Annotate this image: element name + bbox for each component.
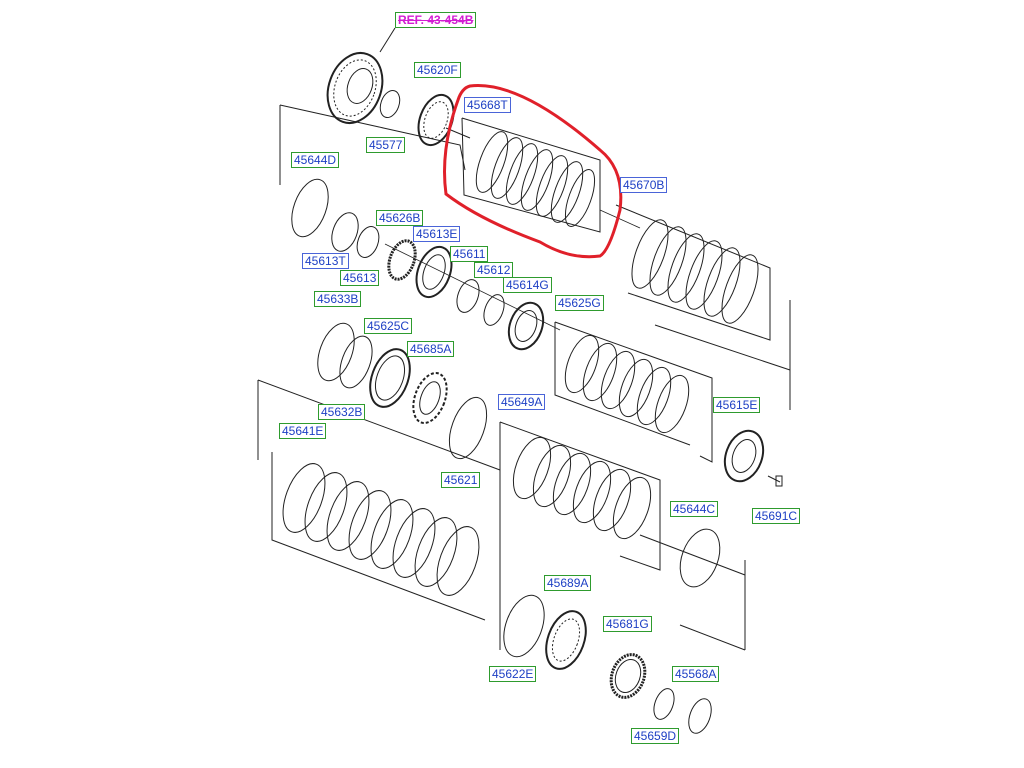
- clutch-pack-45625G: [554, 321, 713, 463]
- part-label-45614G[interactable]: 45614G: [503, 277, 552, 293]
- part-label-45626B[interactable]: 45626B: [376, 210, 424, 226]
- clutch-pack-45649A: [499, 421, 661, 571]
- part-label-45670B[interactable]: 45670B: [620, 177, 668, 193]
- part-label-45620F[interactable]: 45620F: [414, 62, 461, 78]
- clutch-pack-45668T: [461, 117, 601, 233]
- drum-45681G: [609, 653, 647, 699]
- retainer-45614G: [507, 301, 545, 351]
- part-label-45641E[interactable]: 45641E: [279, 423, 327, 439]
- part-label-45621[interactable]: 45621: [441, 472, 481, 488]
- part-label-45625G[interactable]: 45625G: [555, 295, 604, 311]
- highlight-box: [443, 84, 623, 259]
- spring-45685A: [412, 372, 448, 424]
- bolt-45691C: [767, 475, 783, 487]
- part-label-45622E[interactable]: 45622E: [489, 666, 537, 682]
- piston-45613E: [415, 245, 453, 299]
- part-label-45633B[interactable]: 45633B: [314, 291, 362, 307]
- spring-ring-45626B: [387, 239, 417, 281]
- part-label-45644D[interactable]: 45644D: [291, 152, 340, 168]
- snap-ring-45577: [379, 89, 401, 119]
- retainer-45615E: [723, 429, 765, 483]
- part-label-45644C[interactable]: 45644C: [670, 501, 719, 517]
- part-label-45632B[interactable]: 45632B: [318, 404, 366, 420]
- ring-gear-top: [326, 52, 384, 124]
- part-label-45668T[interactable]: 45668T: [464, 97, 511, 113]
- clutch-pack-45670B: [615, 204, 791, 410]
- piston-45625C: [369, 348, 411, 408]
- clutch-pack-45641E: [257, 379, 501, 650]
- snap-ring-45621: [448, 396, 488, 460]
- part-label-45615E[interactable]: 45615E: [713, 397, 761, 413]
- part-label-45649A[interactable]: 45649A: [498, 394, 546, 410]
- snap-ring-45622E: [503, 594, 545, 658]
- part-label-45685A[interactable]: 45685A: [407, 341, 455, 357]
- part-label-45691C[interactable]: 45691C: [752, 508, 801, 524]
- part-label-45611[interactable]: 45611: [450, 246, 489, 262]
- part-label-45613E[interactable]: 45613E: [413, 226, 461, 242]
- part-label-45681G[interactable]: 45681G: [603, 616, 652, 632]
- part-label-45659D[interactable]: 45659D: [631, 728, 680, 744]
- part-label-45613[interactable]: 45613: [340, 270, 380, 286]
- part-label-45613T[interactable]: 45613T: [302, 253, 349, 269]
- hub-45689A: [545, 610, 587, 670]
- part-label-45577[interactable]: 45577: [366, 137, 406, 153]
- part-label-45612[interactable]: 45612: [474, 262, 514, 278]
- part-label-45568A[interactable]: 45568A: [672, 666, 720, 682]
- ref-label[interactable]: REF. 43-454B: [395, 12, 477, 28]
- snap-ring-45644D: [291, 178, 329, 238]
- part-label-45689A[interactable]: 45689A: [544, 575, 592, 591]
- part-label-45625C[interactable]: 45625C: [364, 318, 413, 334]
